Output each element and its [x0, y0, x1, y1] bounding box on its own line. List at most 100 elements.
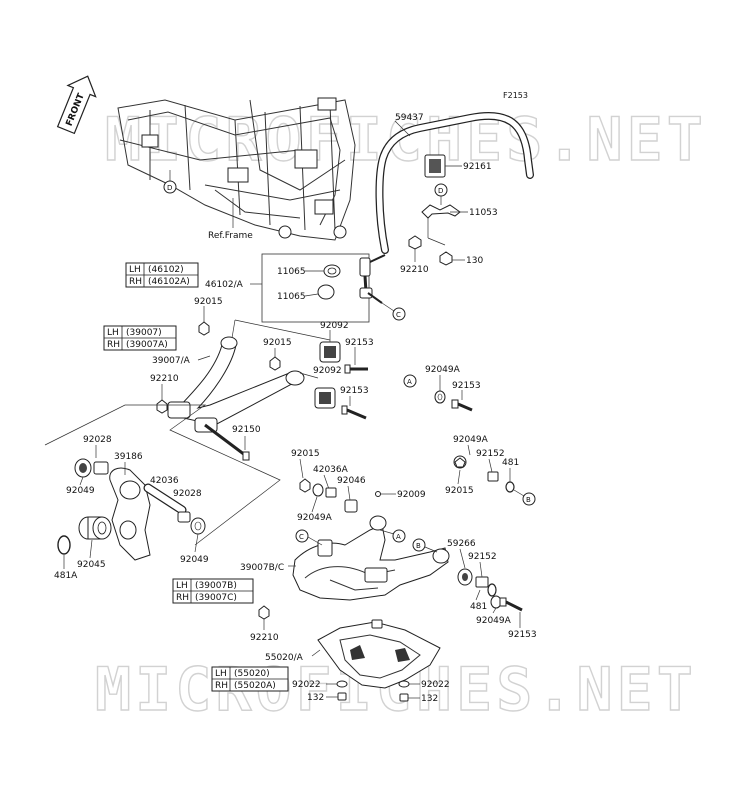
bushing-92092-lower: [314, 387, 336, 409]
part-92210-mid: 92210: [150, 374, 179, 384]
callout-b-right: B: [522, 492, 536, 506]
part-92028-b: 92028: [173, 489, 202, 499]
part-92045: 92045: [77, 560, 106, 570]
part-92092-upper: 92092: [320, 321, 349, 331]
part-92046: 92046: [337, 476, 366, 486]
svg-text:(46102A): (46102A): [148, 277, 190, 287]
svg-text:C: C: [396, 311, 401, 319]
part-39007bc: 39007B/C: [240, 563, 284, 573]
skid-plate-55020: [317, 619, 441, 689]
part-39186: 39186: [114, 452, 143, 462]
svg-text:RH: RH: [129, 277, 142, 287]
part-92153-d: 92153: [508, 630, 537, 640]
part-92210-low: 92210: [250, 633, 279, 643]
svg-text:LH: LH: [176, 581, 188, 591]
svg-text:(39007): (39007): [126, 328, 162, 338]
lower-a-arm: [292, 515, 450, 601]
part-92153-b: 92153: [340, 386, 369, 396]
part-42036a: 42036A: [313, 465, 349, 475]
part-92015-upper-a: 92015: [194, 297, 223, 307]
part-92049-a: 92049: [66, 486, 95, 496]
part-55020a: 55020/A: [265, 653, 304, 663]
part-92152-a: 92152: [476, 449, 505, 459]
callout-a-lower: A: [392, 529, 406, 543]
stabilizer-link: [359, 254, 386, 304]
part-92015-upper-b: 92015: [263, 338, 292, 348]
diagram-code: F2153: [503, 91, 528, 100]
part-92210-top: 92210: [400, 265, 429, 275]
callout-c-link: C: [392, 307, 406, 321]
svg-text:RH: RH: [176, 593, 189, 603]
part-92092-lower: 92092: [313, 366, 342, 376]
link-boot-upper: [323, 264, 341, 278]
svg-text:(55020): (55020): [234, 669, 270, 679]
bolt-92153-d: [499, 597, 523, 612]
svg-text:LH: LH: [215, 669, 227, 679]
stabilizer-bar: [375, 111, 534, 254]
bolt-92153-b: [341, 405, 367, 420]
svg-text:D: D: [167, 184, 172, 192]
bolt-92153-c: [451, 399, 473, 412]
part-92049a-bottom: 92049A: [476, 616, 512, 626]
bolt-92150: [204, 423, 250, 461]
lhrh-table-55020: LH (55020) RH (55020A): [211, 666, 289, 692]
part-481a: 481A: [54, 571, 78, 581]
upper-a-arm: [167, 336, 305, 433]
link-boot-lower: [317, 284, 335, 300]
callout-d-frame: D: [163, 180, 177, 194]
part-92153-a: 92153: [345, 338, 374, 348]
part-42036: 42036: [150, 476, 179, 486]
bearing-92045: [78, 516, 112, 540]
part-92153-c: 92153: [452, 381, 481, 391]
lhrh-table-39007: LH (39007) RH (39007A): [103, 325, 177, 351]
axle-42036: [143, 483, 187, 515]
ref-frame-label: Ref.Frame: [208, 231, 253, 241]
svg-text:RH: RH: [215, 681, 228, 691]
callout-a-right: A: [403, 374, 417, 388]
callout-b-lower: B: [412, 538, 426, 552]
svg-text:A: A: [407, 378, 412, 386]
bushing-92092-upper: [319, 341, 341, 363]
bolt-92153-a: [344, 364, 368, 374]
part-11053: 11053: [469, 208, 498, 218]
part-92049-b: 92049: [180, 555, 209, 565]
callout-d-bracket: D: [434, 183, 448, 197]
svg-text:(39007A): (39007A): [126, 340, 168, 350]
part-132-right: 132: [421, 694, 438, 704]
part-92022-right: 92022: [421, 680, 450, 690]
lhrh-table-39007b: LH (39007B) RH (39007C): [172, 578, 254, 604]
bushing-92161: [424, 154, 446, 178]
svg-text:B: B: [416, 542, 421, 550]
svg-text:LH: LH: [129, 265, 141, 275]
lhrh-table-46102: LH (46102) RH (46102A): [125, 262, 199, 288]
part-59437: 59437: [395, 113, 424, 123]
part-92022-left: 92022: [292, 680, 321, 690]
part-92152-b: 92152: [468, 552, 497, 562]
part-92049a-right2: 92049A: [453, 435, 489, 445]
part-92161: 92161: [463, 162, 492, 172]
part-92150: 92150: [232, 425, 261, 435]
steering-knuckle-39186: [109, 467, 151, 561]
svg-text:A: A: [396, 533, 401, 541]
svg-text:(55020A): (55020A): [234, 681, 276, 691]
frame-structure: [117, 97, 356, 241]
svg-text:(39007B): (39007B): [195, 581, 237, 591]
front-arrow-icon: FRONT: [56, 75, 97, 135]
svg-text:D: D: [438, 187, 443, 195]
part-11065-lower: 11065: [277, 292, 306, 302]
part-481: 481: [502, 458, 519, 468]
part-92049a-right: 92049A: [425, 365, 461, 375]
watermark-top: MICROFICHES.NET: [105, 105, 707, 175]
svg-text:C: C: [299, 533, 304, 541]
part-481-b: 481: [470, 602, 487, 612]
svg-text:(39007C): (39007C): [195, 593, 237, 603]
svg-text:LH: LH: [107, 328, 119, 338]
part-46102a: 46102/A: [205, 280, 244, 290]
part-92028-a: 92028: [83, 435, 112, 445]
bushing-92046: [344, 499, 358, 513]
part-39007a: 39007/A: [152, 356, 191, 366]
part-92049a-mid: 92049A: [297, 513, 333, 523]
part-92009: 92009: [397, 490, 426, 500]
callout-c-lower: C: [295, 529, 309, 543]
